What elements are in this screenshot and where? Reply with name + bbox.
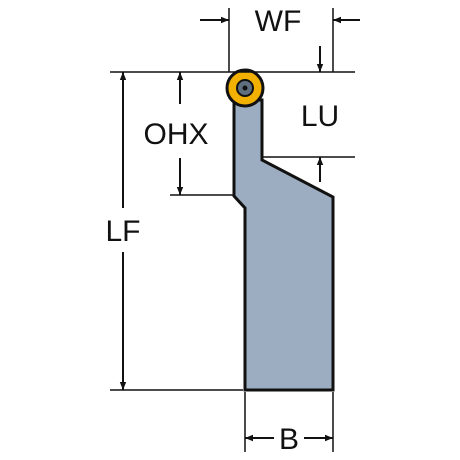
- lf-label: LF: [105, 215, 140, 248]
- insert-screw-icon: [225, 68, 265, 108]
- b-label: B: [279, 423, 299, 456]
- tool-holder-body: [232, 98, 335, 392]
- wf-label: WF: [255, 5, 302, 38]
- lu-label: LU: [301, 100, 339, 133]
- ohx-label: OHX: [143, 118, 208, 151]
